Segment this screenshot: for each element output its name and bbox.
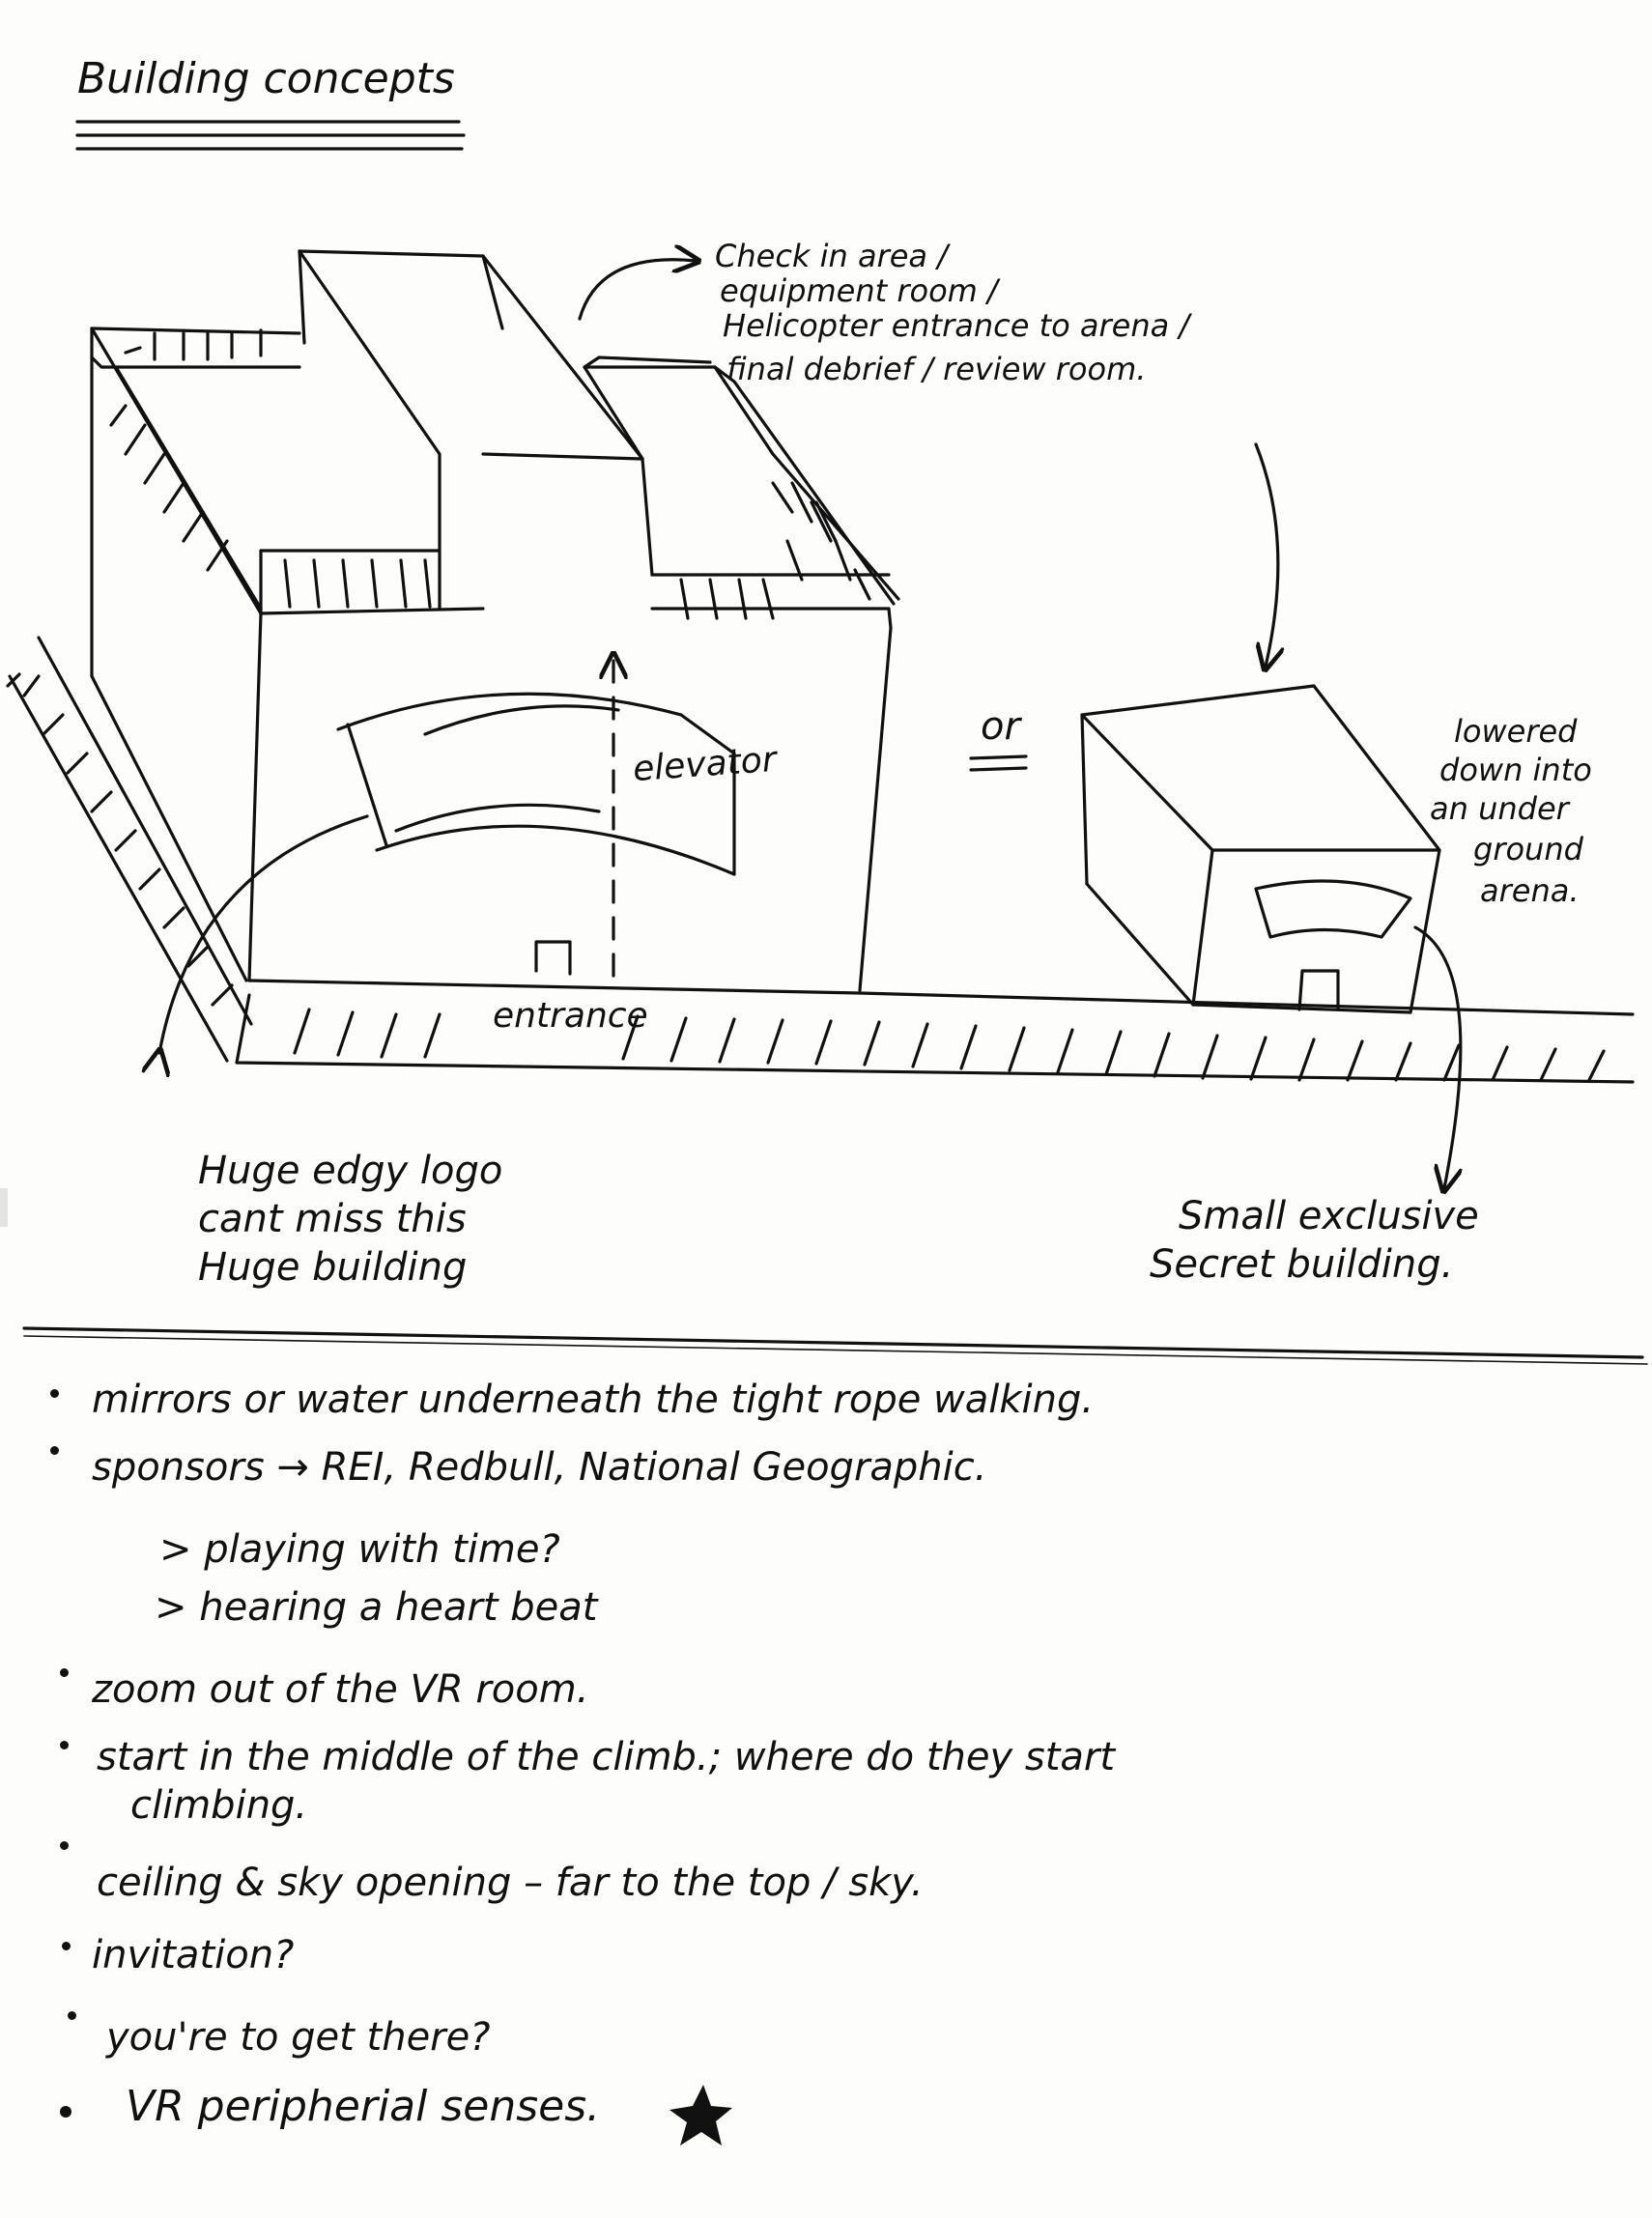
side-note-5: arena.: [1480, 872, 1580, 909]
page-divider: [22, 1326, 1644, 1359]
callout-line-3: Helicopter entrance to arena /: [723, 307, 1190, 344]
or-underline: [969, 754, 1028, 772]
side-note-2: down into: [1439, 752, 1592, 788]
side-note-3: an under: [1430, 790, 1569, 827]
note-3: > playing with time?: [159, 1527, 560, 1572]
side-note-1: lowered: [1454, 713, 1578, 750]
big-building-caption-3: Huge building: [198, 1245, 468, 1290]
callout-line-2: equipment room /: [720, 272, 998, 309]
bullet-dot: [60, 1841, 69, 1850]
bullet-dot: [60, 2106, 71, 2118]
bullet-dot: [60, 1668, 69, 1677]
note-6: start in the middle of the climb.; where…: [97, 1735, 1116, 1779]
left-ramp: [6, 636, 253, 1063]
star-icon: [669, 2085, 732, 2146]
note-7: ceiling & sky opening – far to the top /…: [97, 1861, 924, 1905]
title-underline: [75, 120, 466, 151]
note-4: > hearing a heart beat: [155, 1585, 598, 1630]
side-note-4: ground: [1473, 831, 1583, 867]
entrance-label: entrance: [493, 996, 648, 1036]
page-title: Building concepts: [77, 54, 455, 103]
small-building: [1080, 684, 1441, 1014]
big-building-caption-2: cant miss this: [198, 1197, 467, 1241]
bullet-dot: [50, 1446, 59, 1455]
small-building-caption-1: Small exclusive: [1179, 1194, 1479, 1238]
bullet-dot: [68, 2011, 76, 2020]
bullet-dot: [50, 1389, 59, 1398]
note-6-cont: climbing.: [130, 1783, 308, 1828]
big-building-caption-1: Huge edgy logo: [198, 1149, 503, 1193]
callout-arrows: [159, 260, 1461, 1188]
note-8: invitation?: [92, 1933, 295, 1977]
note-5: zoom out of the VR room.: [92, 1667, 589, 1712]
note-10: VR peripherial senses.: [126, 2082, 601, 2131]
note-1: mirrors or water underneath the tight ro…: [92, 1378, 1095, 1422]
bullet-dot: [60, 1741, 69, 1749]
note-9: you're to get there?: [106, 2015, 491, 2060]
callout-line-1: Check in area /: [715, 238, 948, 274]
bullet-dot: [62, 1942, 71, 1950]
ground-strip: [235, 991, 1635, 1084]
small-building-caption-2: Secret building.: [1150, 1242, 1454, 1287]
note-2: sponsors → REI, Redbull, National Geogra…: [92, 1445, 987, 1490]
or-label: or: [981, 704, 1020, 749]
big-building: [90, 249, 900, 995]
callout-line-4: final debrief / review room.: [726, 351, 1147, 387]
